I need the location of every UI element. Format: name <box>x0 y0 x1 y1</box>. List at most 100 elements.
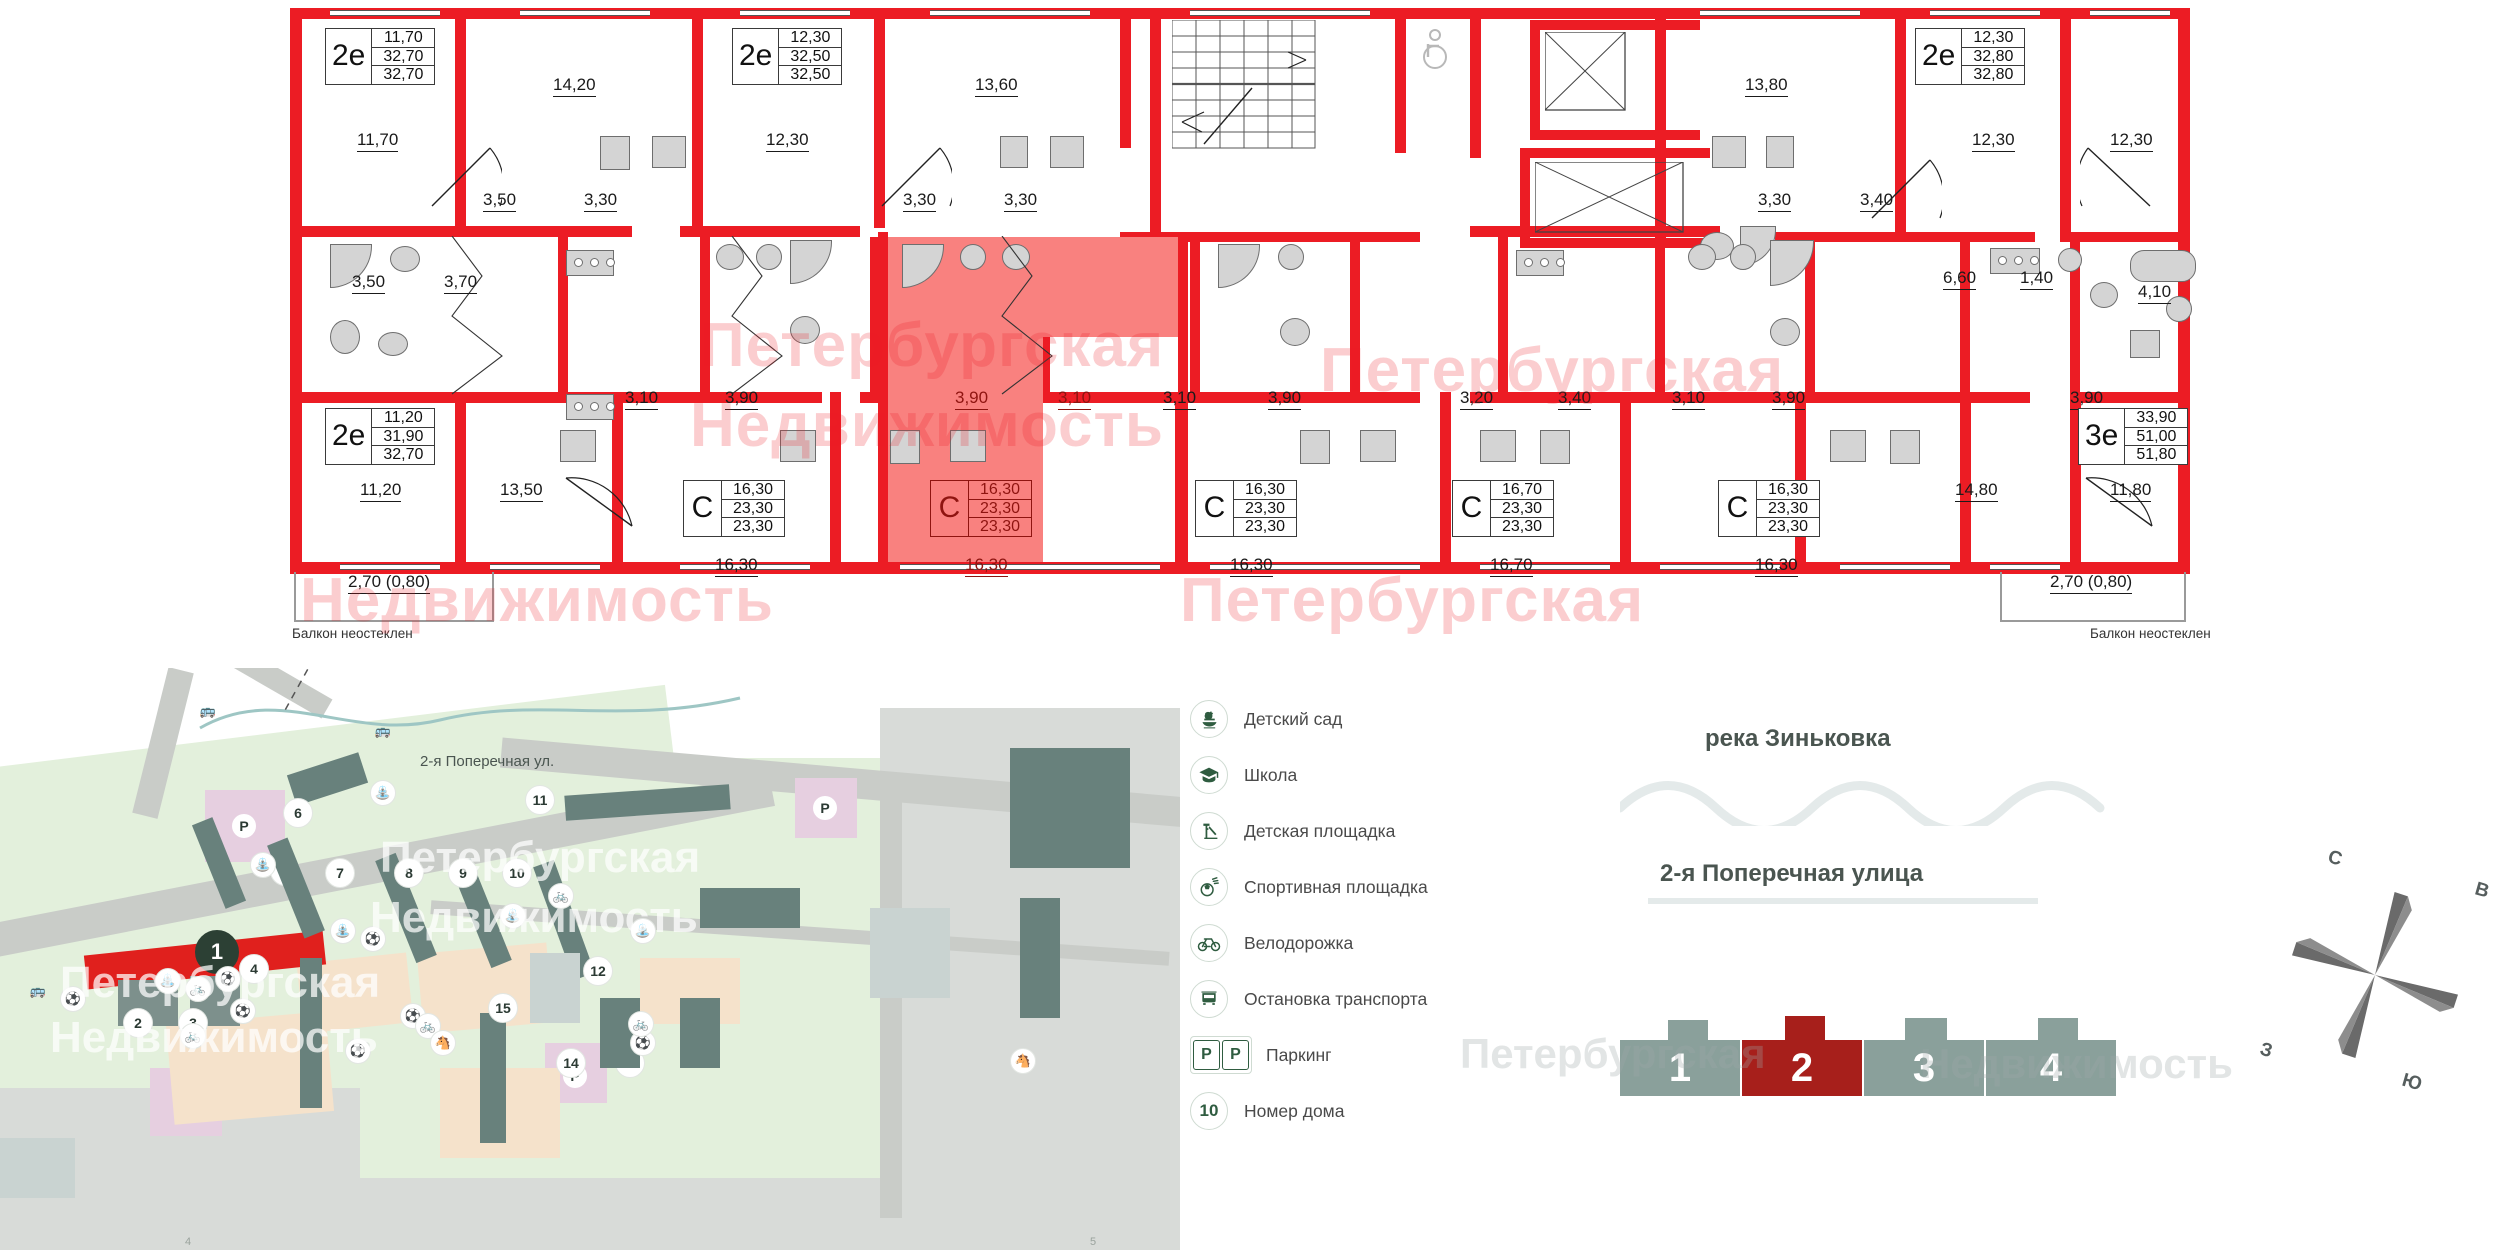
legend-row-school[interactable]: Школа <box>1190 756 1297 794</box>
map-icon-playground-5[interactable]: ⛲ <box>500 903 526 929</box>
area-label-ml-2: 3,90 <box>725 388 759 410</box>
map-icon-playground-2[interactable]: ⛲ <box>250 852 276 878</box>
wall-mv11 <box>2070 242 2080 392</box>
unit-badge-3e[interactable]: 3e 33,90 51,00 51,80 <box>2078 408 2189 465</box>
map-icon-bicycle-5[interactable]: 🚲 <box>548 883 574 909</box>
map-icon-playground-3[interactable]: ⛲ <box>330 918 356 944</box>
unit-badge-c-2-selected[interactable]: C 16,30 23,30 23,30 <box>930 480 1032 537</box>
unit-area-total: 51,00 <box>2125 428 2188 446</box>
area-label-bot-3: 16,30 <box>715 555 758 577</box>
burner-dot-8 <box>1540 258 1549 267</box>
map-icon-sports-1[interactable]: ⚽ <box>215 966 241 992</box>
legend-row-bus-stop[interactable]: Остановка транспорта <box>1190 980 1427 1018</box>
map-marker-building-4[interactable]: 4 <box>239 954 269 984</box>
legend-label: Детская площадка <box>1244 820 1396 841</box>
map-marker-building-7[interactable]: 7 <box>325 858 355 888</box>
compass-rose-icon <box>2291 891 2459 1059</box>
map-building-12-shape[interactable] <box>700 888 800 928</box>
map-icon-bicycle-4[interactable]: 🚲 <box>628 1011 654 1037</box>
legend-row-sports[interactable]: Спортивная площадка <box>1190 868 1428 906</box>
window-bot-2 <box>490 564 600 570</box>
legend-row-house-number[interactable]: 10 Номер дома <box>1190 1092 1344 1130</box>
map-street-label: 2-я Поперечная ул. <box>420 753 555 770</box>
legend-row-bicycle[interactable]: Велодорожка <box>1190 924 1353 962</box>
area-label-right-3: 4,10 <box>2138 282 2172 304</box>
map-marker-building-8[interactable]: 8 <box>394 858 424 888</box>
unit-badge-c-3[interactable]: C 16,30 23,30 23,30 <box>1195 480 1297 537</box>
map-icon-sports-3[interactable]: ⚽ <box>345 1038 371 1064</box>
map-marker-building-11[interactable]: 11 <box>525 785 555 815</box>
map-dashed-line <box>283 668 310 713</box>
map-icon-bus-stop-3[interactable]: 🚌 <box>374 723 392 738</box>
section-4-block[interactable]: 4 <box>1986 1040 2116 1096</box>
unit-badge-2e-1[interactable]: 2e 11,70 32,70 32,70 <box>325 28 436 85</box>
section-1-block[interactable]: 1 <box>1620 1040 1740 1096</box>
map-marker-building-15[interactable]: 15 <box>488 993 518 1023</box>
map-building-13-shape[interactable] <box>680 998 720 1068</box>
burner-dot-11 <box>2014 256 2023 265</box>
unit-badge-c-5[interactable]: C 16,30 23,30 23,30 <box>1718 480 1820 537</box>
map-marker-building-10[interactable]: 10 <box>502 858 532 888</box>
legend-row-kindergarten[interactable]: Детский сад <box>1190 700 1342 738</box>
legend-row-parking[interactable]: P P Паркинг <box>1190 1036 1332 1074</box>
area-label-mid-6: 3,40 <box>1860 190 1894 212</box>
map-legend: Детский сад Школа Детская площадка Спорт… <box>1190 700 1610 1130</box>
elev-wall-4 <box>1520 148 1530 248</box>
map-marker-building-14[interactable]: 14 <box>556 1048 586 1078</box>
map-icon-playground-1[interactable]: ⛲ <box>155 968 181 994</box>
map-marker-building-6[interactable]: 6 <box>283 798 313 828</box>
legend-label: Школа <box>1244 764 1298 785</box>
washer-icon-2 <box>716 244 744 270</box>
context-panel: река Зиньковка 2-я Поперечная улица 1 2 … <box>1460 700 2500 1250</box>
map-icon-bicycle-1[interactable]: 🚲 <box>185 976 211 1002</box>
map-icon-kindergarten-2[interactable]: 🐴 <box>430 1030 456 1056</box>
area-label-ml-1: 3,10 <box>625 388 659 410</box>
section-3-block[interactable]: 3 <box>1864 1040 1984 1096</box>
unit-badge-c-1[interactable]: C 16,30 23,30 23,30 <box>683 480 785 537</box>
floor-plan-drawing[interactable]: 11,70 14,20 12,30 13,60 13,80 12,30 12,3… <box>0 0 2500 660</box>
area-label-right-1: 6,60 <box>1943 268 1977 290</box>
unit-badge-2e-2[interactable]: 2e 12,30 32,50 32,50 <box>732 28 843 85</box>
map-block-light-3 <box>870 908 950 998</box>
map-marker-building-2[interactable]: 2 <box>123 1008 153 1038</box>
map-icon-bus-stop-2[interactable]: 🚌 <box>199 703 217 718</box>
map-building-15-shape[interactable] <box>480 1013 506 1143</box>
unit-type: C <box>1453 481 1491 536</box>
area-label-left-1: 3,50 <box>352 272 386 294</box>
door-icon-6 <box>2085 477 2153 527</box>
map-marker-building-1[interactable]: 1 <box>195 930 239 974</box>
map-marker-building-12[interactable]: 12 <box>583 956 613 986</box>
elev-wall-2 <box>1530 20 1700 30</box>
map-icon-playground-4[interactable]: ⛲ <box>370 780 396 806</box>
stove-icon-8 <box>1830 430 1866 462</box>
site-map[interactable]: P P P P 1 2 3 4 5 6 7 8 9 10 11 12 <box>0 668 1180 1250</box>
map-icon-bus-stop-1[interactable]: 🚌 <box>29 983 47 998</box>
map-marker-building-9[interactable]: 9 <box>448 858 478 888</box>
area-label-mid-2: 3,30 <box>584 190 618 212</box>
map-icon-sports-2[interactable]: ⚽ <box>60 986 86 1012</box>
area-label-left-2: 3,70 <box>444 272 478 294</box>
map-icon-playground-6[interactable]: ⛲ <box>630 918 656 944</box>
unit-badge-2e-3[interactable]: 2e 12,30 32,80 32,80 <box>1915 28 2026 85</box>
wall-lv3 <box>830 392 841 572</box>
wall-lv7 <box>1620 392 1631 572</box>
basin-icon-2 <box>756 244 782 270</box>
map-icon-bicycle-2[interactable]: 🚲 <box>180 1023 206 1049</box>
unit-badge-2e-4[interactable]: 2e 11,20 31,90 32,70 <box>325 408 436 465</box>
wall-outer-left-upper <box>290 8 302 238</box>
map-icon-kindergarten-1[interactable]: 🐴 <box>1010 1048 1036 1074</box>
wall-mv10 <box>1960 242 1970 392</box>
area-label-mid-3: 3,30 <box>903 190 937 212</box>
unit-badge-c-4[interactable]: C 16,70 23,30 23,30 <box>1452 480 1554 537</box>
section-2-roof <box>1785 1016 1825 1042</box>
map-building-4-shape[interactable] <box>300 958 322 1108</box>
unit-area-living: 33,90 <box>2125 409 2188 428</box>
section-2-block-selected[interactable]: 2 <box>1742 1040 1862 1096</box>
legend-row-playground[interactable]: Детская площадка <box>1190 812 1395 850</box>
unit-type: 2e <box>326 29 373 84</box>
sports-icon <box>1190 868 1228 906</box>
map-icon-sports-5[interactable]: ⚽ <box>230 998 256 1024</box>
window-top-6 <box>1700 10 1860 16</box>
unit-area-total: 32,50 <box>779 48 842 66</box>
map-icon-sports-4[interactable]: ⚽ <box>360 926 386 952</box>
